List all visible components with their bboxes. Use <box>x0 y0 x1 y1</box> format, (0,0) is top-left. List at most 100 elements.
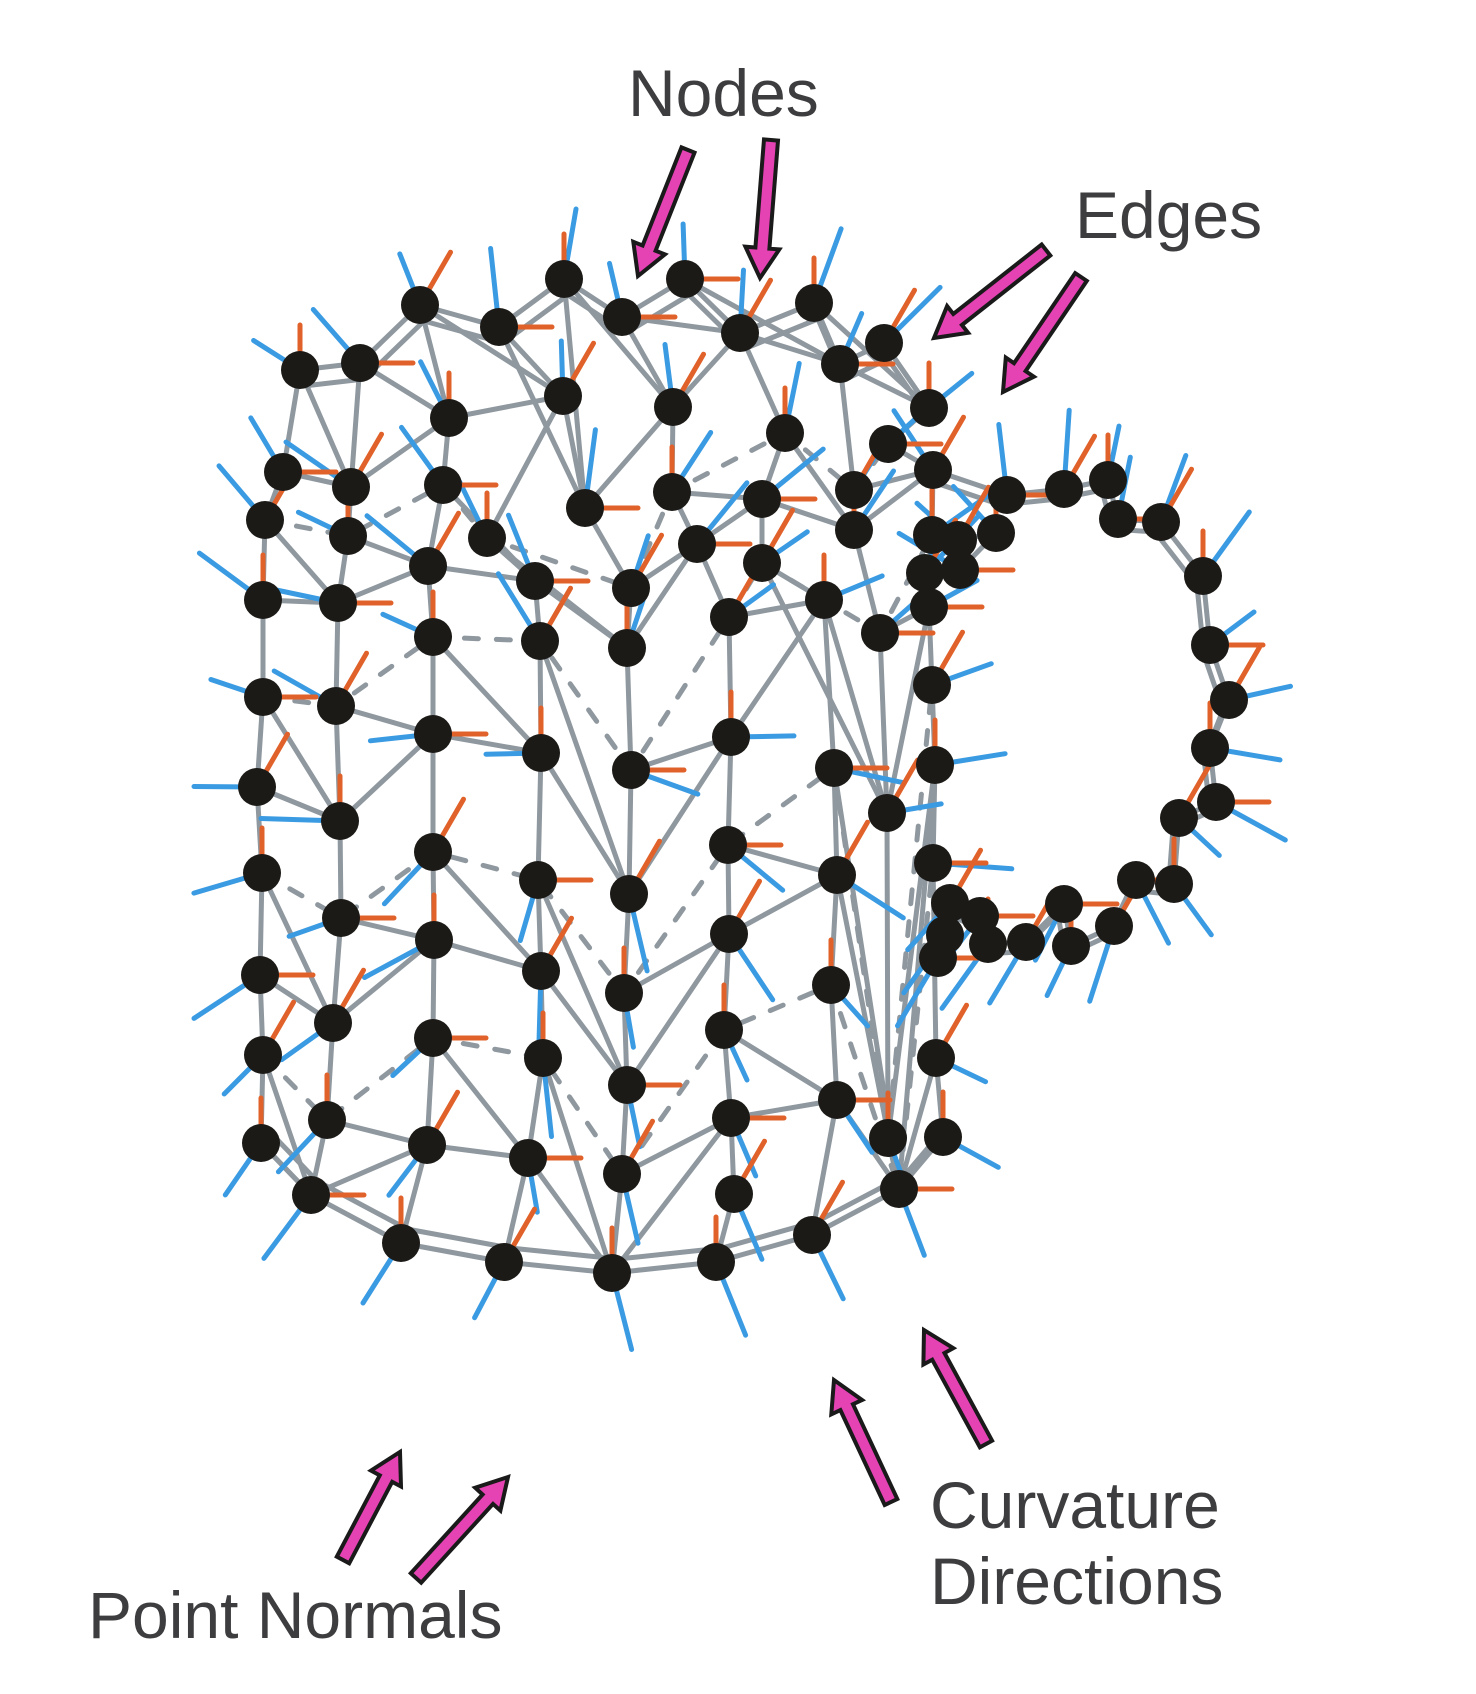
edge-path <box>259 870 336 1026</box>
graph-node <box>414 715 452 753</box>
graph-node <box>382 1224 420 1262</box>
graph-node <box>243 854 281 892</box>
graph-node <box>766 414 804 452</box>
curvature-arrow-2 <box>921 1326 995 1451</box>
graph-node <box>1007 923 1045 961</box>
graph-node <box>608 629 646 667</box>
graph-node <box>818 856 856 894</box>
graph-node <box>654 388 692 426</box>
graph-node <box>409 547 447 585</box>
graph-node <box>869 425 907 463</box>
graph-node <box>916 746 954 784</box>
edge-path <box>540 1055 615 1276</box>
graph-node <box>1052 927 1090 965</box>
graph-node <box>241 956 279 994</box>
graph-node <box>322 899 360 937</box>
graph-node <box>414 618 452 656</box>
graph-node <box>319 584 357 622</box>
graph-node <box>815 749 853 787</box>
graph-node <box>238 768 276 806</box>
point-normals-arrow-2 <box>407 1474 511 1586</box>
graph-node <box>1160 799 1198 837</box>
graph-node <box>910 588 948 626</box>
graph-node <box>414 1019 452 1057</box>
graph-node <box>712 718 750 756</box>
edge-path <box>682 276 840 1238</box>
graph-node <box>545 260 583 298</box>
edges-label: Edges <box>1075 178 1263 252</box>
nodes-label: Nodes <box>628 56 819 130</box>
graph-node <box>242 1124 280 1162</box>
graph-node <box>593 1254 631 1292</box>
graph-node <box>743 480 781 518</box>
point-normals-arrow-1 <box>334 1448 404 1567</box>
edge-path <box>561 276 634 1276</box>
edge-path <box>430 634 544 756</box>
graph-node <box>424 466 462 504</box>
graph-node <box>610 875 648 913</box>
graph-node <box>880 1170 918 1208</box>
nodes-arrow-2 <box>742 137 783 283</box>
graph-node <box>521 622 559 660</box>
graph-node <box>509 1139 547 1177</box>
edge-path <box>260 1052 314 1198</box>
graph-node <box>430 399 468 437</box>
graph-node <box>612 569 650 607</box>
graph-node <box>414 833 452 871</box>
edge-path <box>430 849 544 974</box>
edge-path <box>535 877 630 1088</box>
graph-node <box>678 525 716 563</box>
graph-node <box>1099 500 1137 538</box>
graph-node <box>415 921 453 959</box>
graph-node <box>1089 461 1127 499</box>
graph-node <box>914 451 952 489</box>
graph-node <box>516 562 554 600</box>
graph-node <box>977 514 1015 552</box>
graph-node <box>868 794 906 832</box>
graph-node <box>1191 729 1229 767</box>
graph-node <box>1117 861 1155 899</box>
graph-node <box>821 345 859 383</box>
edge-path <box>619 314 743 336</box>
graph-node <box>910 389 948 427</box>
curvature-label-line1: Curvature <box>930 1468 1220 1542</box>
graph-node <box>401 286 439 324</box>
graph-node <box>264 453 302 491</box>
graph-node <box>914 844 952 882</box>
nodes-layer <box>238 260 1248 1292</box>
graph-node <box>468 519 506 557</box>
graph-node <box>835 471 873 509</box>
graph-node <box>605 974 643 1012</box>
graph-node <box>480 308 518 346</box>
graph-node <box>244 1036 282 1074</box>
graph-node <box>603 1155 641 1193</box>
graph-node <box>524 1039 562 1077</box>
curvature-directions-label: Curvature Directions <box>930 1468 1223 1620</box>
graph-node <box>341 344 379 382</box>
graph-node <box>709 826 747 864</box>
graph-node <box>1191 626 1229 664</box>
edge-path <box>260 860 936 1192</box>
edge-path <box>537 638 632 897</box>
graph-node <box>795 284 833 322</box>
graph-node <box>941 551 979 589</box>
edge-path <box>254 367 303 1146</box>
edges-arrow-2 <box>1000 270 1090 396</box>
graph-node <box>906 554 944 592</box>
graph-node <box>666 260 704 298</box>
graph-node <box>919 939 957 977</box>
graph-node <box>314 1004 352 1042</box>
edge-path <box>297 276 932 411</box>
curvature-label-line2: Directions <box>930 1543 1224 1618</box>
graph-node <box>793 1216 831 1254</box>
graph-node <box>1142 503 1180 541</box>
edge-path <box>430 1035 531 1161</box>
graph-node <box>244 581 282 619</box>
annotation-arrows-layer <box>334 137 1090 1586</box>
graph-node <box>1184 557 1222 595</box>
graph-node <box>332 468 370 506</box>
edge-path <box>782 430 857 533</box>
curvature-arrow-1 <box>829 1376 900 1508</box>
graph-node <box>281 351 319 389</box>
